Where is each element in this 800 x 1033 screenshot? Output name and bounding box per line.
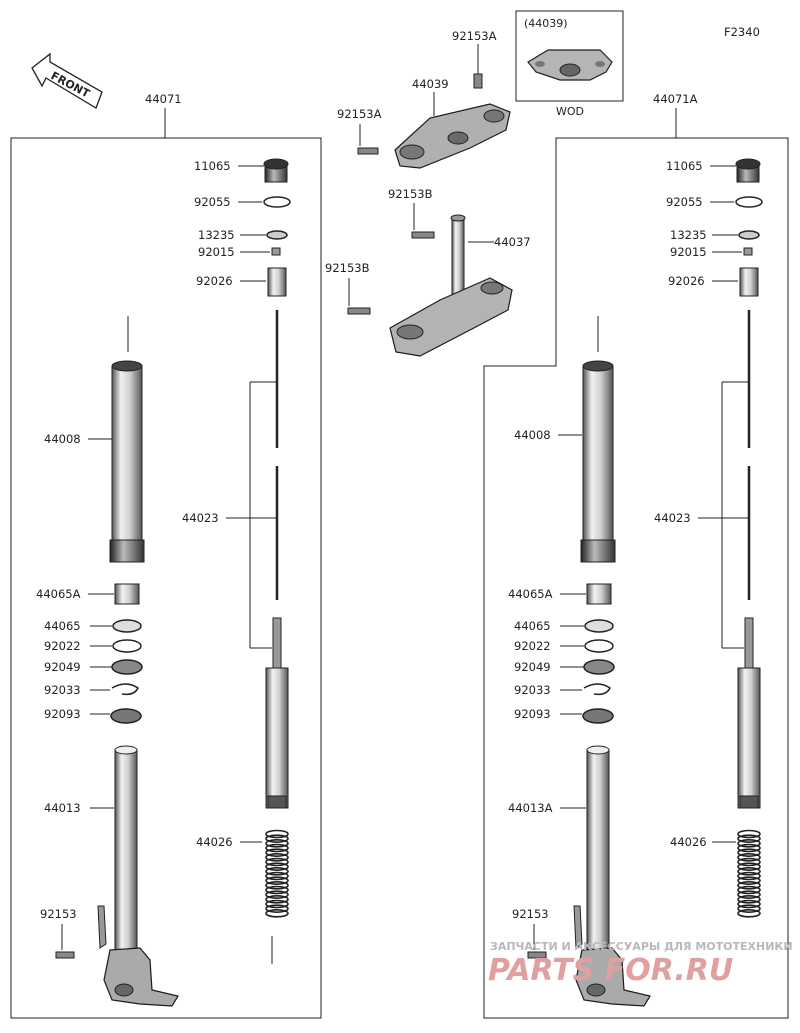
left-nut-13235-icon [266,230,288,240]
bolt-92153A-side-icon [357,147,379,155]
right-label-92022: 92022 [514,639,551,653]
label-92153B-top: 92153B [388,187,433,201]
left-spring-44026-icon [265,829,289,918]
right-nut-13235-icon [738,230,760,240]
left-label-92093: 92093 [44,707,81,721]
left-label-92026: 92026 [196,274,233,288]
left-label-92022: 92022 [44,639,81,653]
left-bush-44065A-icon [114,583,140,605]
right-label-44026: 44026 [670,835,707,849]
right-oil-seal-92049-icon [583,659,615,675]
figure-code: F2340 [724,25,760,39]
watermark-line2: PARTS FOR.RU [488,953,733,988]
label-44037: 44037 [494,235,531,249]
bolt-92153B-side-icon [347,307,371,315]
right-label-13235: 13235 [670,228,707,242]
left-label-44065A: 44065A [36,587,81,601]
left-o-ring-92055-icon [263,196,291,208]
right-bolt-92153-icon [527,951,547,959]
right-label-92015: 92015 [670,245,707,259]
assembly-right-label: 44071A [653,92,698,106]
left-label-44026: 44026 [196,835,233,849]
right-collar-92026-icon [739,267,759,297]
right-inner-tube-icon [573,745,651,1007]
left-collar-92026-icon [267,267,287,297]
right-dust-seal-92093-icon [582,708,614,724]
right-spring-44026-icon [737,829,761,918]
right-label-44008: 44008 [514,428,551,442]
left-label-44008: 44008 [44,432,81,446]
left-bolt-92153-icon [55,951,75,959]
right-outer-tube-icon [580,360,616,563]
right-label-92093: 92093 [514,707,551,721]
right-damper-cartridge-icon [737,617,761,809]
right-label-11065: 11065 [666,159,703,173]
left-inner-tube-icon [97,745,179,1007]
upper-bracket-icon [394,103,511,169]
left-label-92015: 92015 [198,245,235,259]
right-fork-cap-icon [735,158,761,183]
right-bush-44065-icon [584,619,614,633]
front-arrow-icon: FRONT [31,52,103,109]
left-circlip-92033-icon [111,683,139,696]
right-label-92033: 92033 [514,683,551,697]
lower-bracket-icon [389,214,513,357]
right-fork-frame [483,137,789,1019]
right-label-44065A: 44065A [508,587,553,601]
left-label-11065: 11065 [194,159,231,173]
left-damper-cartridge-icon [265,617,289,809]
right-circlip-92033-icon [583,683,611,696]
label-92153B-side: 92153B [325,261,370,275]
left-fork-cap-icon [263,158,289,183]
left-label-44065: 44065 [44,619,81,633]
right-label-92049: 92049 [514,660,551,674]
label-44039: 44039 [412,77,449,91]
left-label-92055: 92055 [194,195,231,209]
left-label-92033: 92033 [44,683,81,697]
left-bush-44065-icon [112,619,142,633]
label-92153A-side: 92153A [337,107,382,121]
right-fork: 11065 92055 13235 92015 92026 44023 440 [508,158,763,1007]
watermark: ЗАПЧАСТИ И АКСЕССУАРЫ ДЛЯ МОТОТЕХНИКИ PA… [488,940,793,988]
left-oil-seal-92049-icon [111,659,143,675]
watermark-line1: ЗАПЧАСТИ И АКСЕССУАРЫ ДЛЯ МОТОТЕХНИКИ [490,940,793,953]
left-washer-92022-icon [112,639,142,653]
right-nut-92015-icon [743,247,753,256]
right-label-44013A: 44013A [508,801,553,815]
right-label-92153: 92153 [512,907,549,921]
right-label-44023: 44023 [654,511,691,525]
left-dust-seal-92093-icon [110,708,142,724]
left-label-44013: 44013 [44,801,81,815]
left-fork-frame [10,137,322,1019]
bolt-92153A-top-icon [473,73,483,89]
bolt-92153B-top-icon [411,231,435,239]
right-label-92026: 92026 [668,274,705,288]
right-washer-92022-icon [584,639,614,653]
left-label-44023: 44023 [182,511,219,525]
assembly-left-label: 44071 [145,92,182,106]
left-label-13235: 13235 [198,228,235,242]
left-nut-92015-icon [271,247,281,256]
left-outer-tube-icon [109,360,145,563]
right-label-44065: 44065 [514,619,551,633]
right-o-ring-92055-icon [735,196,763,208]
left-label-92153: 92153 [40,907,77,921]
right-bush-44065A-icon [586,583,612,605]
inset-caption: WOD [556,105,584,118]
left-label-92049: 92049 [44,660,81,674]
left-fork: 11065 92055 13235 92015 92026 44023 [36,158,291,1007]
right-label-92055: 92055 [666,195,703,209]
inset-wod: (44039) WOD [515,10,624,118]
inset-part-number: (44039) [524,17,568,30]
label-92153A-top: 92153A [452,29,497,43]
